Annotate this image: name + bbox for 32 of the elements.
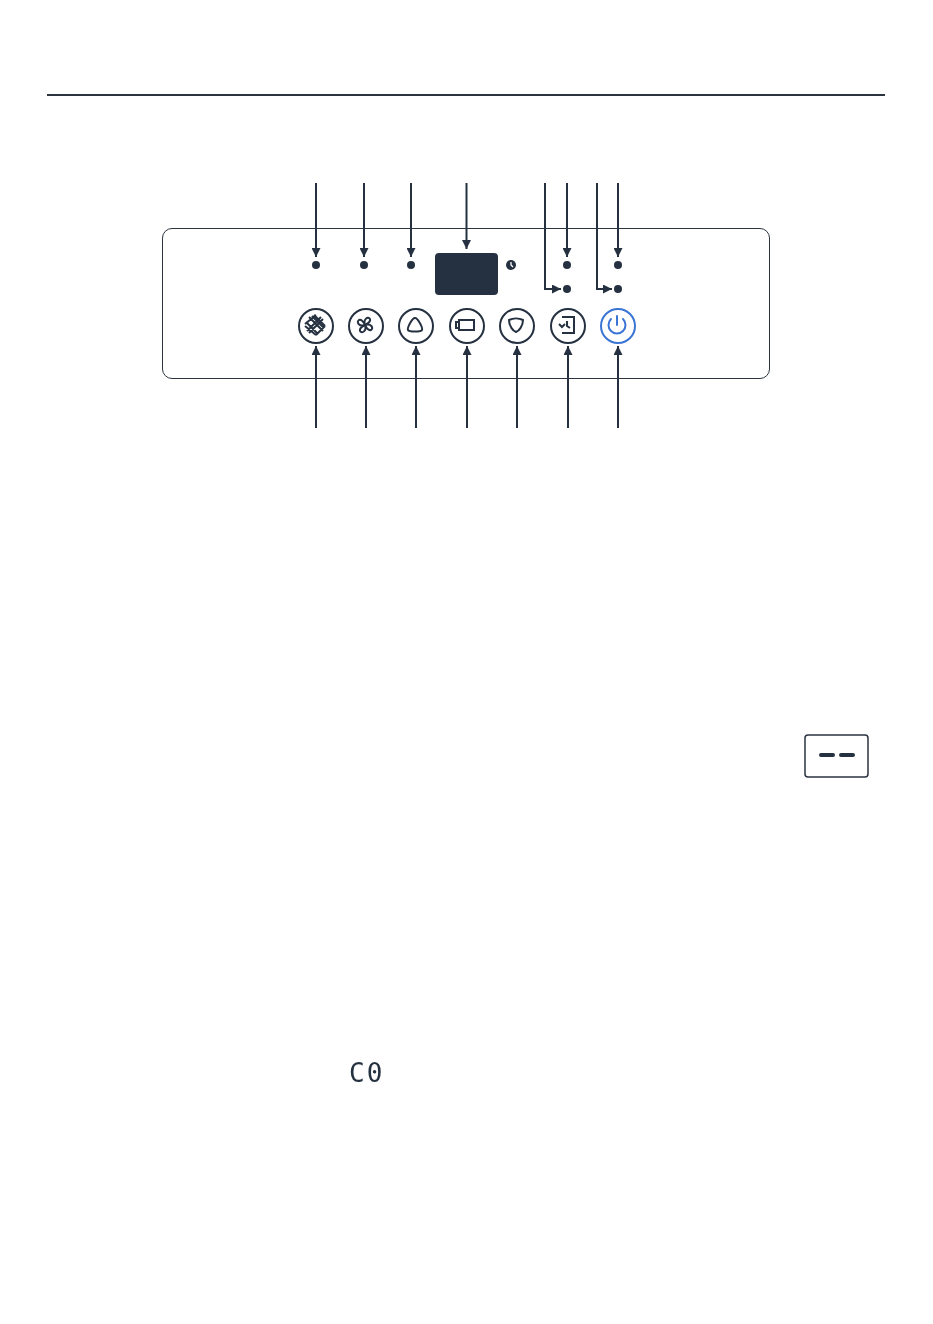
segment-code-text: C0 <box>349 1058 385 1088</box>
indicator-light <box>562 260 571 269</box>
leader-arrow <box>544 182 562 294</box>
leader-arrow <box>462 182 471 250</box>
leader-arrow <box>613 182 623 258</box>
indicator-light <box>613 284 622 293</box>
leader-arrow <box>512 345 522 429</box>
leader-arrow <box>361 345 371 429</box>
shield-button <box>498 307 535 344</box>
leader-arrow <box>462 345 472 429</box>
leader-arrow <box>311 345 321 429</box>
leader-arrow <box>563 345 573 429</box>
indicator-light <box>613 260 622 269</box>
leader-arrow <box>406 182 416 258</box>
leader-arrow <box>613 345 623 429</box>
power-button <box>599 307 636 344</box>
leader-arrow <box>596 182 613 294</box>
mesh-button <box>297 307 334 344</box>
display-screen <box>434 252 498 295</box>
leader-arrow <box>311 182 321 258</box>
leader-arrow <box>359 182 369 258</box>
fan-button <box>347 307 384 344</box>
control-panel <box>162 228 770 379</box>
indicator-light <box>359 260 368 269</box>
capsule-button <box>448 307 485 344</box>
indicator-light <box>311 260 320 269</box>
leader-arrow <box>562 182 572 258</box>
leader-arrow <box>411 345 421 429</box>
indicator-light <box>562 284 571 293</box>
drop-button <box>397 307 434 344</box>
timer-button <box>549 307 586 344</box>
indicator-light <box>406 260 415 269</box>
